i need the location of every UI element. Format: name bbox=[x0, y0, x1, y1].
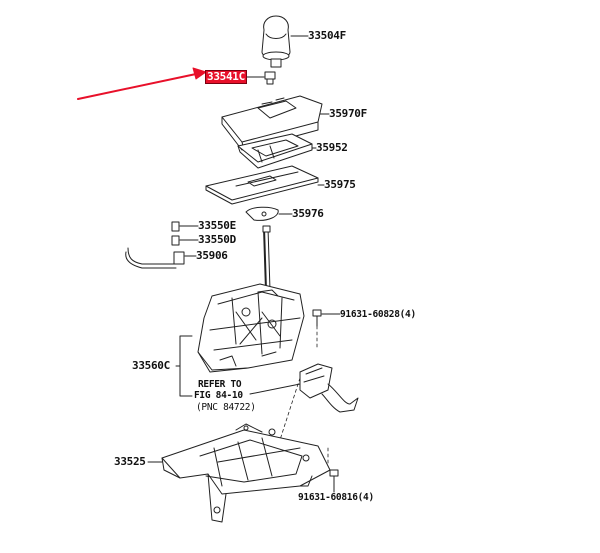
label-33560C[interactable]: 33560C bbox=[132, 359, 170, 372]
bolt-upper bbox=[312, 309, 322, 327]
leader-refer bbox=[249, 383, 301, 395]
label-35952[interactable]: 35952 bbox=[316, 141, 348, 154]
label-35906[interactable]: 35906 bbox=[196, 249, 228, 262]
shift-lever bbox=[262, 225, 271, 291]
label-35976[interactable]: 35976 bbox=[292, 207, 324, 220]
bolt-lower bbox=[329, 469, 339, 487]
label-33550E[interactable]: 33550E bbox=[198, 219, 236, 232]
label-33541C[interactable]: 33541C bbox=[205, 70, 247, 84]
label-35970F[interactable]: 35970F bbox=[329, 107, 367, 120]
indicator-housing bbox=[237, 133, 313, 169]
slide-plate bbox=[205, 165, 319, 205]
sensor-module bbox=[299, 363, 359, 413]
shift-knob bbox=[261, 15, 291, 68]
label-33504F[interactable]: 33504F bbox=[308, 29, 346, 42]
reference-line-3: (PNC 84722) bbox=[196, 402, 256, 413]
small-plate bbox=[245, 206, 279, 221]
label-33550D[interactable]: 33550D bbox=[198, 233, 236, 246]
console-panel bbox=[221, 95, 323, 151]
reference-line-1: REFER TO bbox=[198, 379, 242, 390]
base-bracket bbox=[161, 423, 331, 523]
red-pointer-arrow bbox=[77, 67, 207, 100]
pin-d bbox=[171, 235, 180, 246]
lever-housing bbox=[197, 283, 305, 373]
lever-bracket-line bbox=[175, 335, 193, 397]
pin-e bbox=[171, 221, 180, 232]
label-91631-60828[interactable]: 91631-60828(4) bbox=[340, 309, 416, 320]
clip-part bbox=[264, 71, 276, 85]
reference-link[interactable]: FIG 84-10 bbox=[194, 390, 243, 401]
label-33525[interactable]: 33525 bbox=[114, 455, 146, 468]
label-91631-60816[interactable]: 91631-60816(4) bbox=[298, 492, 374, 503]
wire-harness bbox=[125, 247, 185, 269]
label-35975[interactable]: 35975 bbox=[324, 178, 356, 191]
